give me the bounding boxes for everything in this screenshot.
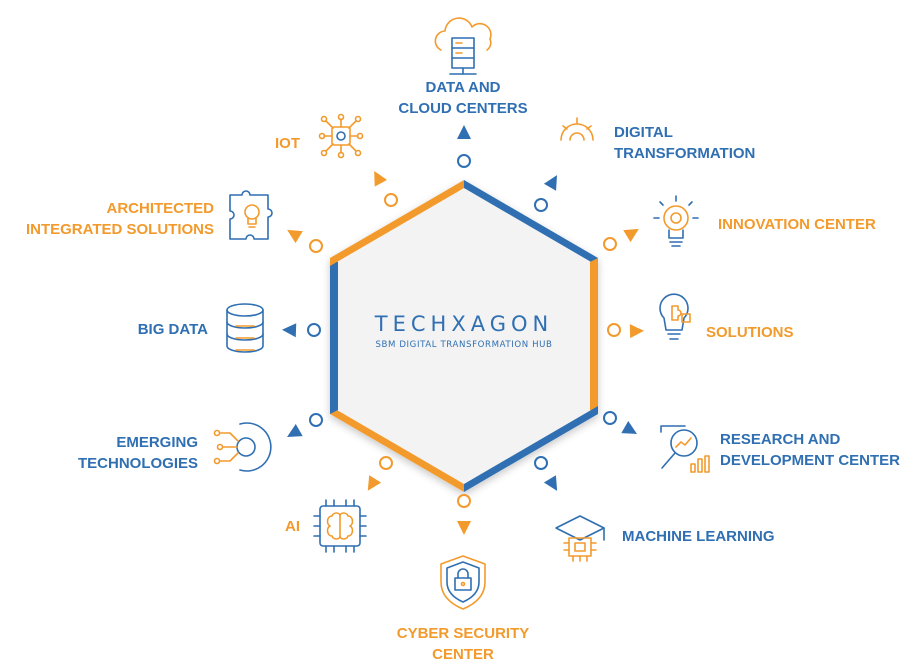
puzzle-bulb-icon [659, 293, 691, 340]
connector-ring-iot [384, 193, 398, 207]
hex-edge-top-left [330, 180, 464, 266]
connector-ring-ml [534, 456, 548, 470]
node-label-big-data: BIG DATA [137, 321, 208, 338]
puzzle-lightbulb-icon [229, 190, 273, 240]
connector-arrow-digital [543, 175, 558, 191]
techxagon-logo: TECHXAGON SBM DIGITAL TRANSFORMATION HUB [354, 312, 574, 350]
node-label-machine-learning: MACHINE LEARNING [622, 528, 775, 545]
connector-ring-research [603, 411, 617, 425]
connector-ring-innovation [603, 237, 617, 251]
connector-arrow-data_cloud [457, 125, 471, 139]
node-label-innovation-center: INNOVATION CENTER [718, 216, 876, 233]
connector-ring-digital [534, 198, 548, 212]
connector-ring-bigdata [307, 323, 321, 337]
node-label-architected-integrated-solutions: ARCHITECTED INTEGRATED SOLUTIONS [25, 200, 214, 238]
hex-edge-bottom-left [330, 406, 464, 492]
connector-arrow-ml [543, 475, 558, 491]
connector-arrow-solutions [629, 324, 644, 339]
node-label-data-and-cloud-centers: DATA AND CLOUD CENTERS [398, 79, 528, 117]
lightbulb-gear-icon [653, 195, 699, 247]
connector-arrow-architected [287, 229, 303, 244]
hex-edge-left [330, 258, 338, 414]
connector-ring-ai [379, 456, 393, 470]
hub-subtitle: SBM DIGITAL TRANSFORMATION HUB [375, 340, 553, 350]
digital-gear-icon [560, 117, 594, 141]
node-label-cyber-security-center: CYBER SECURITY CENTER [396, 625, 530, 663]
connector-ring-emerging [309, 413, 323, 427]
connector-ring-data_cloud [457, 154, 471, 168]
connector-arrow-research [621, 420, 637, 434]
node-label-research-and-development-center: RESEARCH AND DEVELOPMENT CENTER [720, 431, 901, 469]
hex-edge-bottom-right [464, 406, 598, 492]
connector-arrow-iot [374, 170, 388, 187]
hex-edge-top-right [464, 180, 598, 266]
connector-arrow-innovation [623, 228, 639, 243]
graduation-chip-icon [555, 515, 605, 562]
hub-title: TECHXAGON [374, 312, 554, 336]
node-label-emerging-technologies: EMERGING TECHNOLOGIES [77, 434, 198, 472]
connector-ring-cyber [457, 494, 471, 508]
connector-ring-solutions [607, 323, 621, 337]
node-label-iot: IOT [275, 135, 300, 152]
central-hexagon [330, 180, 598, 492]
connector-arrow-ai [367, 475, 382, 491]
node-label-digital-transformation: DIGITAL TRANSFORMATION [614, 124, 756, 162]
connector-arrow-cyber [457, 521, 471, 535]
node-label-solutions: SOLUTIONS [706, 324, 794, 341]
database-icon [226, 303, 264, 353]
iot-chip-icon [318, 113, 364, 159]
cloud-server-icon [434, 17, 492, 75]
connector-arrow-emerging [287, 423, 303, 437]
magnifier-chart-icon [660, 425, 710, 473]
circuit-gear-icon [213, 422, 272, 472]
brain-chip-icon [313, 499, 367, 553]
connector-ring-architected [309, 239, 323, 253]
connector-group [282, 125, 644, 535]
shield-lock-icon [440, 555, 486, 610]
connector-arrow-bigdata [282, 323, 297, 338]
hex-edge-right [590, 258, 598, 414]
node-label-ai: AI [285, 518, 300, 535]
